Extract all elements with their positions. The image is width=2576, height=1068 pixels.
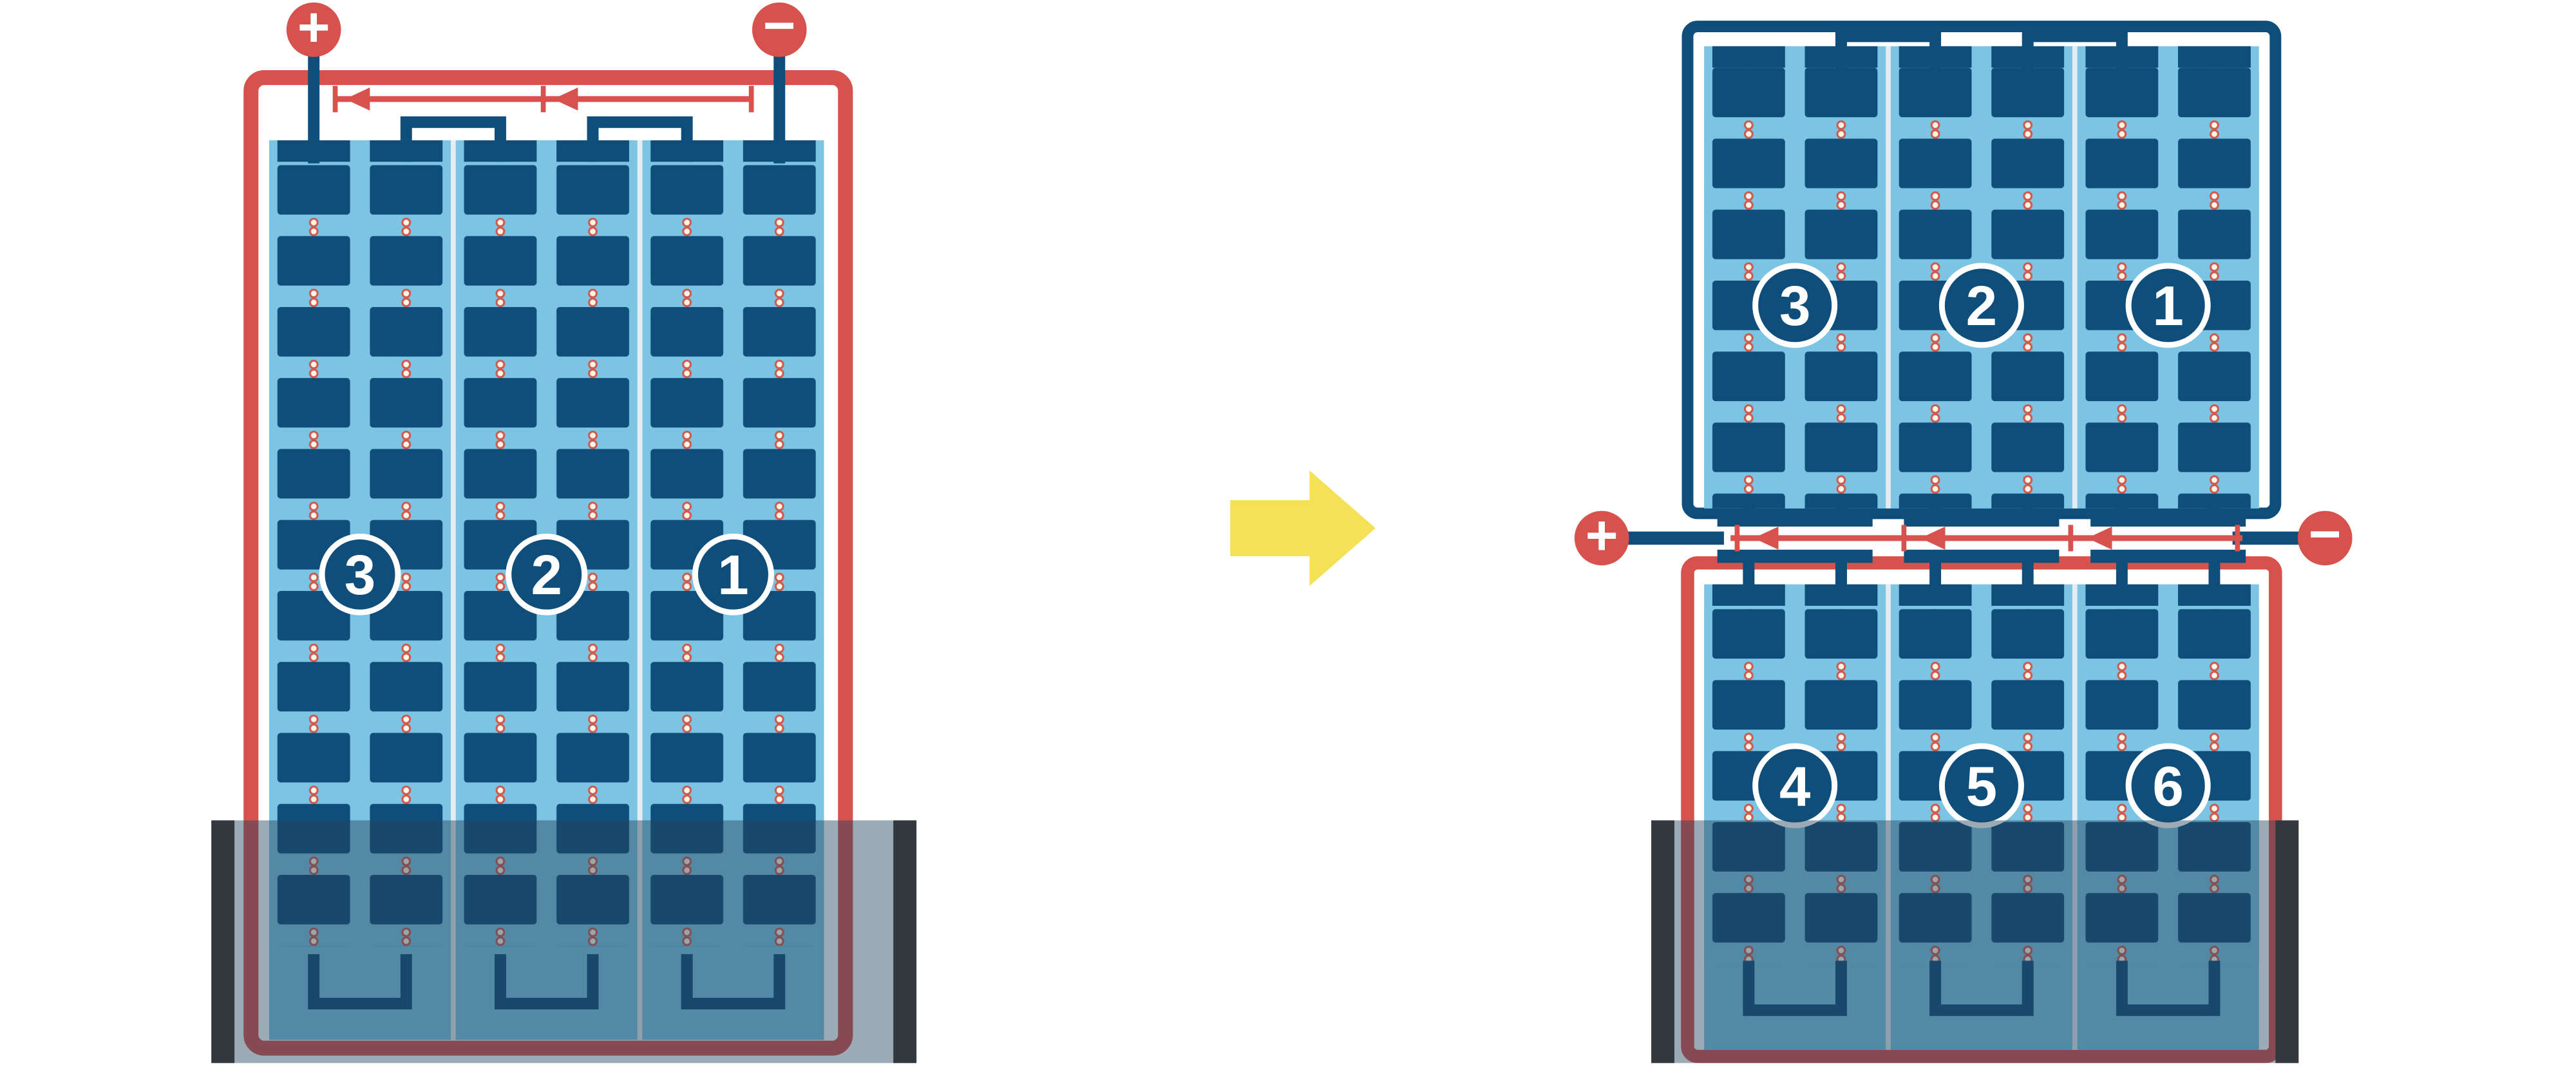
left-arrow-icon: [345, 87, 370, 111]
bus-stub: [2022, 501, 2034, 519]
terminal-lead: [773, 54, 786, 164]
busbar: [2090, 549, 2246, 563]
trough-edge: [1651, 820, 1674, 1063]
badge-circle: [2125, 743, 2211, 829]
trough-edge: [2275, 820, 2299, 1063]
bus-stub: [1743, 557, 1755, 586]
middle-bus-section: + −: [1574, 501, 2353, 586]
terminal-lead: [308, 54, 320, 164]
transform-arrow-icon: [1230, 470, 1376, 586]
bus-stub: [2022, 557, 2034, 586]
busbar: [1717, 549, 1873, 563]
bus-stub: [2208, 557, 2221, 586]
minus-icon: −: [763, 0, 796, 57]
string-interconnect: [400, 116, 506, 162]
string-number-badge: 3: [319, 533, 401, 615]
positive-terminal: +: [1574, 505, 1629, 567]
badge-circle: [1938, 743, 2024, 829]
busbar: [2090, 513, 2246, 527]
current-direction-indicator: [332, 86, 754, 113]
terminal-lead: [2232, 531, 2299, 545]
negative-terminal: −: [752, 0, 807, 57]
negative-terminal: −: [2297, 503, 2353, 566]
left-arrow-icon: [553, 87, 578, 111]
current-direction-indicator: [1730, 525, 2243, 552]
string-interconnect: [1835, 30, 1942, 73]
bus-stub: [1929, 501, 1942, 519]
plus-icon: +: [1586, 505, 1618, 567]
string-number-badge: 1: [2125, 263, 2211, 348]
bus-stub: [1929, 557, 1942, 586]
string-number: 6: [2152, 755, 2183, 818]
busbar: [1717, 513, 1873, 527]
badge-circle: [1752, 263, 1838, 348]
left-arrow-icon: [1754, 526, 1779, 550]
badge-circle: [692, 533, 774, 615]
string-number: 3: [345, 544, 375, 606]
string-number-badge: 2: [506, 533, 588, 615]
minus-icon: −: [2309, 503, 2342, 565]
terminal-circle: [1574, 511, 1629, 566]
string-number-badge: 1: [692, 533, 774, 615]
badge-circle: [319, 533, 401, 615]
string-interconnect: [2022, 30, 2128, 73]
bus-stub: [1743, 501, 1755, 519]
bus-stub: [2116, 501, 2128, 519]
string-number: 3: [1779, 275, 1810, 337]
trough-edge: [893, 820, 917, 1063]
water-overlay: [1651, 820, 2299, 1063]
string-number-badge: 6: [2125, 743, 2211, 829]
right-split-panel: 3 2 1: [1574, 21, 2353, 1063]
string-number: 1: [2152, 275, 2183, 337]
string-number-badge: 3: [1752, 263, 1838, 348]
badge-circle: [1752, 743, 1838, 829]
terminal-circle: [286, 2, 341, 57]
string-number-badge: 4: [1752, 743, 1838, 829]
terminal-lead: [1628, 531, 1724, 545]
left-combined-panel: 3 2 1 + −: [211, 0, 917, 1063]
water-overlay: [211, 820, 917, 1063]
left-arrow-icon: [2087, 526, 2112, 550]
left-arrow-icon: [1920, 526, 1946, 550]
string-interconnect: [587, 116, 693, 162]
string-number: 2: [531, 544, 562, 606]
string-number: 1: [717, 544, 748, 606]
bus-stub: [2208, 501, 2221, 519]
string-number-badge: 5: [1938, 743, 2024, 829]
string-number: 5: [1966, 755, 1997, 818]
right-upper-panel: 3 2 1: [1681, 21, 2282, 520]
trough-edge: [211, 820, 235, 1063]
string-number: 4: [1779, 755, 1810, 818]
bus-stub: [2116, 557, 2128, 586]
badge-circle: [1938, 263, 2024, 348]
busbar: [1904, 513, 2060, 527]
right-lower-panel: 4 5 6: [1681, 556, 2282, 1063]
plus-icon: +: [298, 0, 330, 59]
bus-stub: [1835, 557, 1847, 586]
positive-terminal: +: [286, 0, 341, 59]
terminal-circle: [752, 2, 807, 57]
bus-stub: [1835, 501, 1847, 519]
string-number-badge: 2: [1938, 263, 2024, 348]
string-number: 2: [1966, 275, 1997, 337]
badge-circle: [506, 533, 588, 615]
busbar: [1904, 549, 2060, 563]
badge-circle: [2125, 263, 2211, 348]
terminal-circle: [2297, 511, 2353, 566]
